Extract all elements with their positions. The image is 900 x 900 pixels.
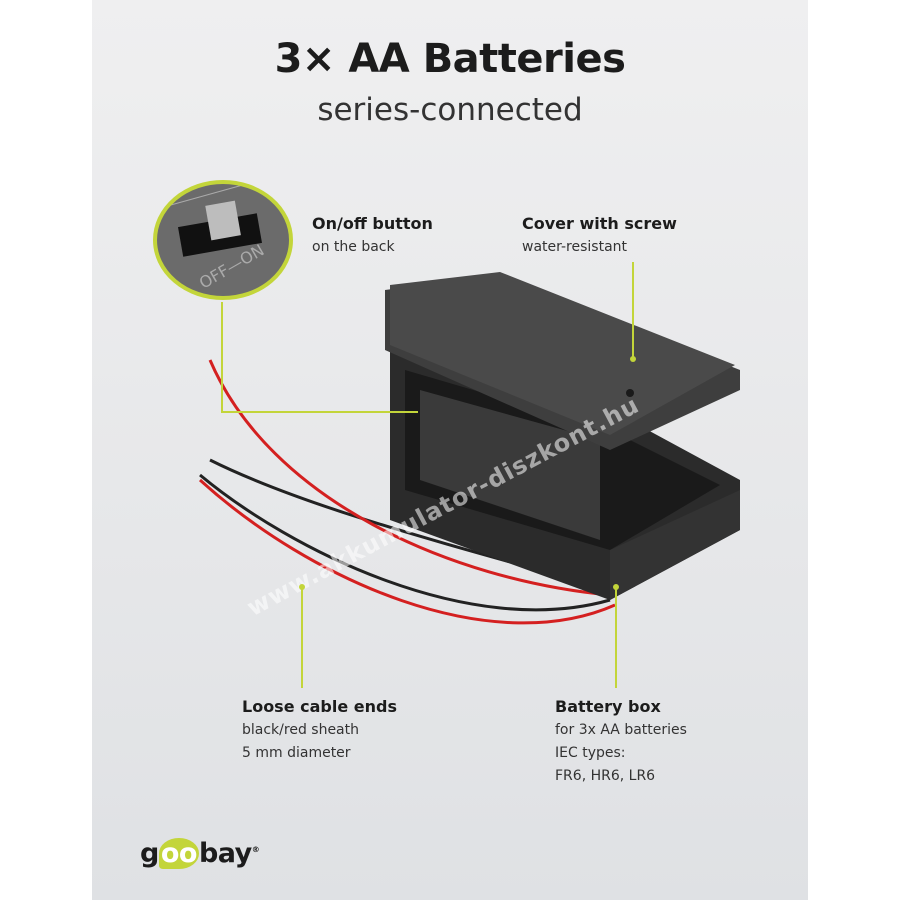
page-title: 3× AA Batteries <box>274 36 626 82</box>
cable-label: Loose cable ends <box>242 697 397 716</box>
cable-leader-line <box>301 588 303 688</box>
onoff-leader-line-h <box>221 411 418 413</box>
box-label: Battery box <box>555 697 661 716</box>
box-desc-2: IEC types: <box>555 745 626 761</box>
onoff-label: On/off button <box>312 214 433 233</box>
battery-box-image <box>198 272 740 625</box>
logo-bay: bay <box>198 838 252 869</box>
cable-leader-dot <box>299 584 305 590</box>
logo-oo: oo <box>158 838 199 869</box>
onoff-leader-line <box>221 302 223 413</box>
box-desc-1: for 3x AA batteries <box>555 722 687 738</box>
onoff-desc: on the back <box>312 239 395 255</box>
cover-leader-dot <box>630 356 636 362</box>
cover-label: Cover with screw <box>522 214 677 233</box>
logo-reg: ® <box>251 845 260 854</box>
box-leader-dot <box>613 584 619 590</box>
logo-g: g <box>140 838 159 869</box>
goobay-logo: goobay® <box>140 838 260 869</box>
box-leader-line <box>615 588 617 688</box>
page-subtitle: series-connected <box>317 92 583 128</box>
switch-detail-image: OFF—ON <box>153 180 293 300</box>
cover-desc: water-resistant <box>522 239 628 255</box>
cable-desc-2: 5 mm diameter <box>242 745 351 761</box>
cover-leader-line <box>632 262 634 360</box>
box-desc-3: FR6, HR6, LR6 <box>555 768 656 784</box>
cable-desc-1: black/red sheath <box>242 722 359 738</box>
